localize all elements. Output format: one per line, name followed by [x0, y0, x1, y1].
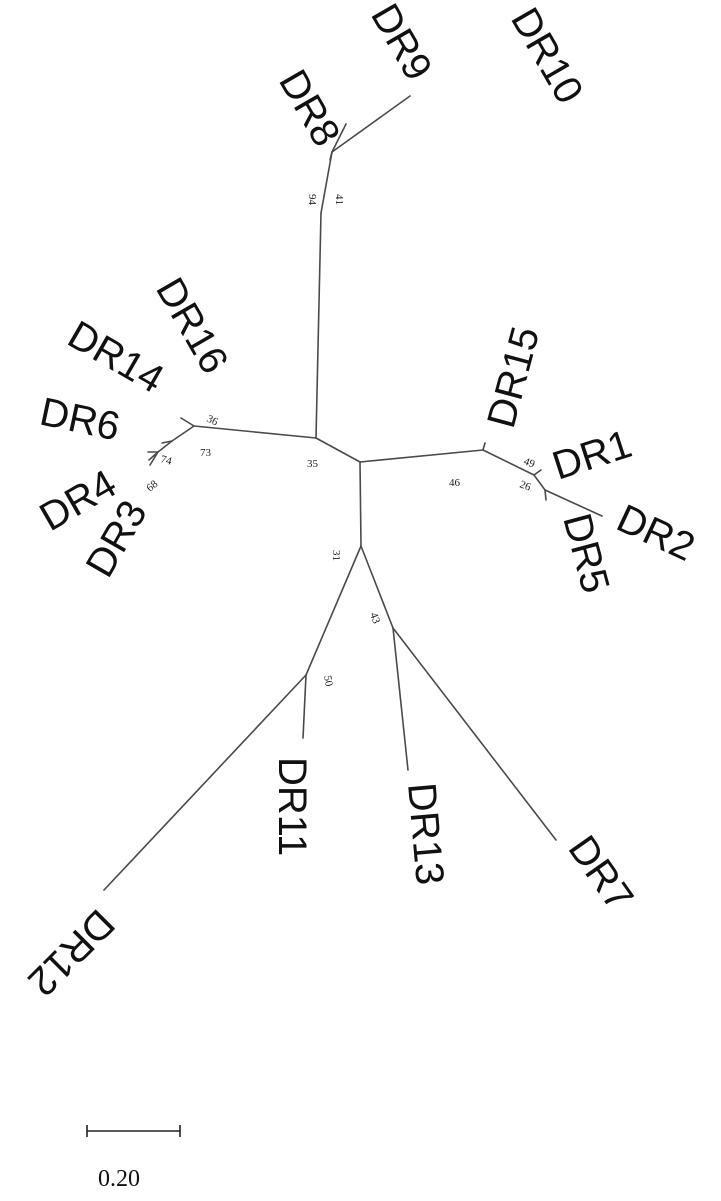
branch-dr15 — [482, 442, 486, 451]
branch-dr3 — [149, 451, 159, 466]
branch-left-stem — [193, 425, 317, 439]
branch-right-inner — [482, 449, 535, 476]
bootstrap-31: 31 — [330, 550, 342, 561]
bootstrap-73: 73 — [200, 447, 212, 459]
leaf-label-dr6: DR6 — [36, 390, 123, 450]
leaf-label-dr9: DR9 — [362, 0, 440, 88]
leaf-label-dr14: DR14 — [61, 313, 172, 402]
bootstrap-50: 50 — [321, 674, 335, 687]
bootstrap-74: 74 — [159, 453, 173, 468]
branch-dr13 — [392, 627, 409, 771]
bootstrap-94: 94 — [306, 194, 318, 206]
leaf-label-dr15: DR15 — [479, 322, 548, 432]
bootstrap-41: 41 — [333, 194, 345, 205]
bootstrap-49: 49 — [522, 456, 537, 471]
leaf-label-dr12: DR12 — [19, 901, 122, 1004]
branch-lower-stem — [359, 461, 362, 547]
branch-dr12 — [103, 674, 307, 891]
branch-dr2 — [544, 489, 603, 517]
branch-dr9 — [331, 123, 347, 153]
bootstrap-values: 94 41 36 74 73 68 35 46 49 26 31 43 50 — [144, 194, 537, 688]
bootstrap-43: 43 — [367, 611, 382, 626]
branch-central — [315, 437, 361, 463]
bootstrap-46: 46 — [449, 477, 461, 489]
branch-dr1 — [533, 469, 542, 476]
bootstrap-35: 35 — [307, 458, 319, 470]
branch-right-inner2 — [533, 474, 546, 491]
branch-dr16 — [180, 417, 195, 427]
leaf-label-dr13: DR13 — [399, 781, 452, 887]
branch-upper-stem — [315, 212, 322, 439]
branch-dr5 — [544, 489, 547, 501]
branch-lower-right — [360, 545, 394, 629]
scale-bar-label: 0.20 — [98, 1166, 140, 1192]
leaf-label-dr1: DR1 — [547, 422, 637, 489]
leaf-label-dr5: DR5 — [554, 509, 617, 598]
branch-left-inner — [171, 425, 195, 442]
scale-bar: 0.20 — [86, 1125, 181, 1192]
branch-right-stem — [359, 449, 484, 463]
branch-upper-inner — [320, 151, 333, 214]
bootstrap-26: 26 — [518, 479, 533, 494]
branch-lower-left — [305, 545, 362, 676]
leaf-label-dr7: DR7 — [560, 828, 642, 919]
branch-left-inner2 — [157, 440, 173, 453]
branch-dr8 — [329, 151, 333, 161]
leaf-label-dr10: DR10 — [502, 1, 591, 112]
branch-dr10 — [331, 95, 411, 153]
bootstrap-36: 36 — [205, 413, 220, 429]
leaf-label-dr2: DR2 — [610, 496, 701, 570]
leaf-label-dr8: DR8 — [270, 63, 348, 154]
bootstrap-68: 68 — [144, 478, 161, 495]
leaf-label-dr11: DR11 — [270, 757, 314, 856]
branch-dr7 — [392, 627, 557, 841]
tree-branches — [103, 95, 603, 891]
branch-dr11 — [302, 674, 307, 739]
